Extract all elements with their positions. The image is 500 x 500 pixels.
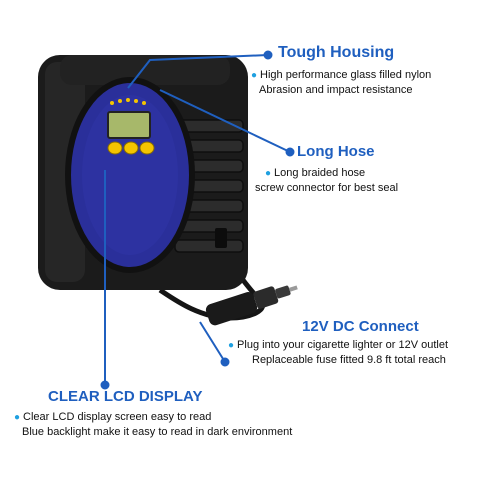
cigarette-lighter-plug xyxy=(205,285,298,326)
dc-connect-description: ●Plug into your cigarette lighter or 12V… xyxy=(228,338,448,368)
tough-housing-description: ●High performance glass filled nylon Abr… xyxy=(251,68,431,98)
indicator-dots xyxy=(110,98,146,105)
long-hose-line-2: screw connector for best seal xyxy=(255,182,399,194)
lcd-display-line-1: Clear LCD display screen easy to read xyxy=(23,411,212,423)
control-buttons xyxy=(107,141,155,155)
tough-housing-title: Tough Housing xyxy=(278,44,395,61)
power-switch xyxy=(215,228,227,248)
long-hose-description: ●Long braided hose screw connector for b… xyxy=(255,166,398,196)
callout-pointers xyxy=(100,50,295,390)
long-hose-title: Long Hose xyxy=(297,143,375,160)
lcd-display-line-2: Blue backlight make it easy to read in d… xyxy=(22,426,293,438)
tough-housing-line-2: Abrasion and impact resistance xyxy=(259,84,413,96)
dc-connect-line-1: Plug into your cigarette lighter or 12V … xyxy=(237,339,449,351)
lcd-screen xyxy=(107,111,151,139)
lcd-display-description: ●Clear LCD display screen easy to read B… xyxy=(14,410,292,440)
dc-connect-title: 12V DC Connect xyxy=(302,318,419,335)
bullet-icon: ● xyxy=(251,70,258,81)
bullet-icon: ● xyxy=(14,412,21,423)
bullet-icon: ● xyxy=(265,168,272,179)
long-hose-line-1: Long braided hose xyxy=(274,167,366,179)
tough-housing-line-1: High performance glass filled nylon xyxy=(260,69,432,81)
front-panel xyxy=(65,77,195,273)
lcd-display-title: CLEAR LCD DISPLAY xyxy=(48,388,203,405)
dc-connect-line-2: Replaceable fuse fitted 9.8 ft total rea… xyxy=(252,354,446,366)
bullet-icon: ● xyxy=(228,340,235,351)
